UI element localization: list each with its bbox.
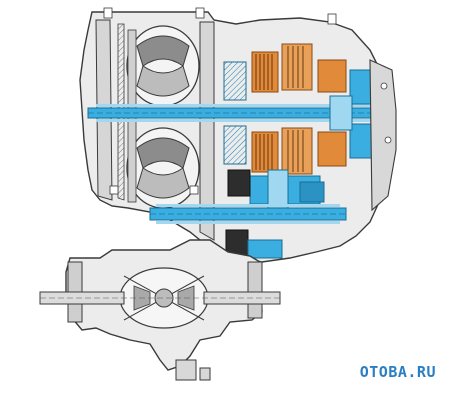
housing-foot — [175, 359, 211, 381]
clutch-pack-upper — [251, 43, 347, 93]
output-shaft — [149, 204, 347, 224]
housing-bolts — [103, 7, 337, 195]
watermark-text: OTOBA.RU — [359, 363, 436, 381]
axle-shafts — [39, 291, 281, 305]
differential-gears — [119, 267, 209, 329]
end-cover — [369, 59, 397, 212]
clutch-pack-lower — [251, 127, 347, 175]
counter-gear-assembly — [249, 169, 325, 211]
